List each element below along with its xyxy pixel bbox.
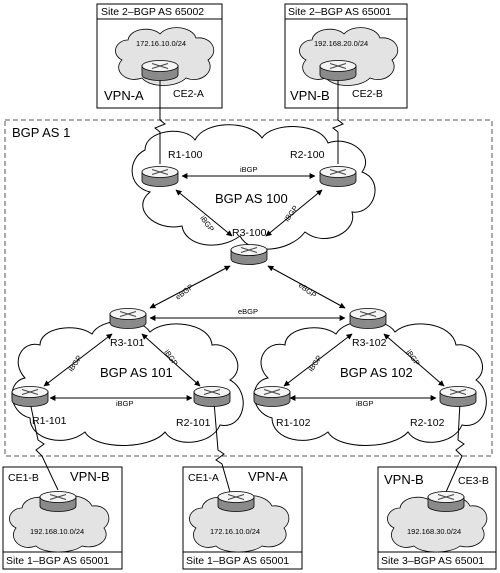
label-r2-102: R2-102: [410, 417, 445, 429]
serial-link-ce1b: [29, 401, 59, 491]
lbl-ibgp-as101-bottom: iBGP: [116, 399, 134, 408]
serial-link-ce3b: [445, 401, 465, 493]
cloud-as101-label: BGP AS 101: [100, 365, 173, 380]
serial-link-ce2a: [154, 76, 166, 164]
vpn-bottom-right: VPN-B: [384, 472, 424, 487]
link-ibgp-r2-r3-100: [265, 189, 323, 237]
router-r1-102[interactable]: [253, 386, 291, 407]
lbl-ebgp-middle: eBGP: [238, 307, 258, 316]
site-bottom-right-label: Site 3–BGP AS 65001: [381, 555, 484, 567]
label-r1-101: R1-101: [32, 415, 67, 427]
label-r2-100: R2-100: [290, 149, 325, 161]
router-ce1a[interactable]: [217, 491, 255, 512]
label-r1-100: R1-100: [168, 149, 203, 161]
label-r2-101: R2-101: [176, 417, 211, 429]
as1-label: BGP AS 1: [12, 125, 70, 140]
router-r2-100[interactable]: [319, 166, 357, 187]
router-r3-102[interactable]: [349, 308, 387, 329]
net-cloud-top-left: [115, 27, 215, 86]
vpn-top-left: VPN-A: [104, 88, 144, 103]
cloud-as100-label: BGP AS 100: [215, 191, 288, 206]
router-r2-101[interactable]: [193, 386, 231, 407]
ce-bottom-right: CE3-B: [458, 475, 489, 487]
lbl-ibgp-as102-bottom: iBGP: [356, 399, 374, 408]
ce-top-right: CE2-B: [352, 88, 383, 100]
router-ce1b[interactable]: [39, 491, 77, 512]
label-r3-101: R3-101: [110, 337, 145, 349]
serial-link-ce2b: [332, 76, 344, 164]
link-ebgp-r3100-r3102: [267, 265, 346, 309]
as1-boundary: [4, 119, 493, 457]
link-ibgp-r3101-r1101: [43, 333, 113, 387]
vpn-bottom-left: VPN-B: [70, 469, 110, 484]
ce-top-left: CE2-A: [173, 88, 204, 100]
ce-bottom-left: CE1-B: [8, 472, 39, 484]
router-r2-102[interactable]: [439, 386, 477, 407]
router-ce2b[interactable]: [319, 60, 357, 81]
label-r3-102: R3-102: [352, 337, 387, 349]
lbl-ebgp-right: eBGP: [297, 280, 318, 299]
lbl-ebgp-left: eBGP: [174, 282, 195, 301]
site-bottom-left-label: Site 1–BGP AS 65001: [6, 555, 109, 567]
site-top-left-label: Site 2–BGP AS 65002: [101, 6, 204, 18]
serial-link-ce1a: [213, 401, 231, 493]
net-top-left: 172.16.10.0/24: [136, 39, 186, 48]
router-r3-100[interactable]: [230, 244, 268, 265]
net-bottom-mid: 172.16.10.0/24: [210, 527, 260, 536]
router-r1-100[interactable]: [141, 166, 179, 187]
cloud-as102-label: BGP AS 102: [340, 365, 413, 380]
link-ibgp-r1-r3-100: [175, 189, 233, 237]
link-ibgp-r3102-r2102: [383, 333, 445, 387]
vpn-bottom-mid: VPN-A: [248, 469, 288, 484]
router-ce3b[interactable]: [427, 491, 465, 512]
net-top-right: 192.168.20.0/24: [314, 39, 368, 48]
site-top-right-label: Site 2–BGP AS 65001: [288, 6, 391, 18]
label-r3-100: R3-100: [232, 227, 267, 239]
link-ebgp-r3100-r3101: [149, 265, 231, 309]
label-r1-102: R1-102: [276, 417, 311, 429]
link-ibgp-r3101-r2101: [141, 333, 201, 387]
router-ce2a[interactable]: [141, 60, 179, 81]
router-r3-101[interactable]: [109, 308, 147, 329]
net-bottom-left: 192.168.10.0/24: [30, 527, 84, 536]
lbl-ibgp-as100-top: iBGP: [240, 165, 258, 174]
vpn-top-right: VPN-B: [290, 88, 330, 103]
site-bottom-mid-label: Site 1–BGP AS 65001: [186, 555, 289, 567]
net-bottom-right: 192.168.30.0/24: [407, 527, 461, 536]
ce-bottom-mid: CE1-A: [188, 472, 219, 484]
router-r1-101[interactable]: [11, 386, 49, 407]
link-ibgp-r3102-r1102: [283, 333, 353, 387]
